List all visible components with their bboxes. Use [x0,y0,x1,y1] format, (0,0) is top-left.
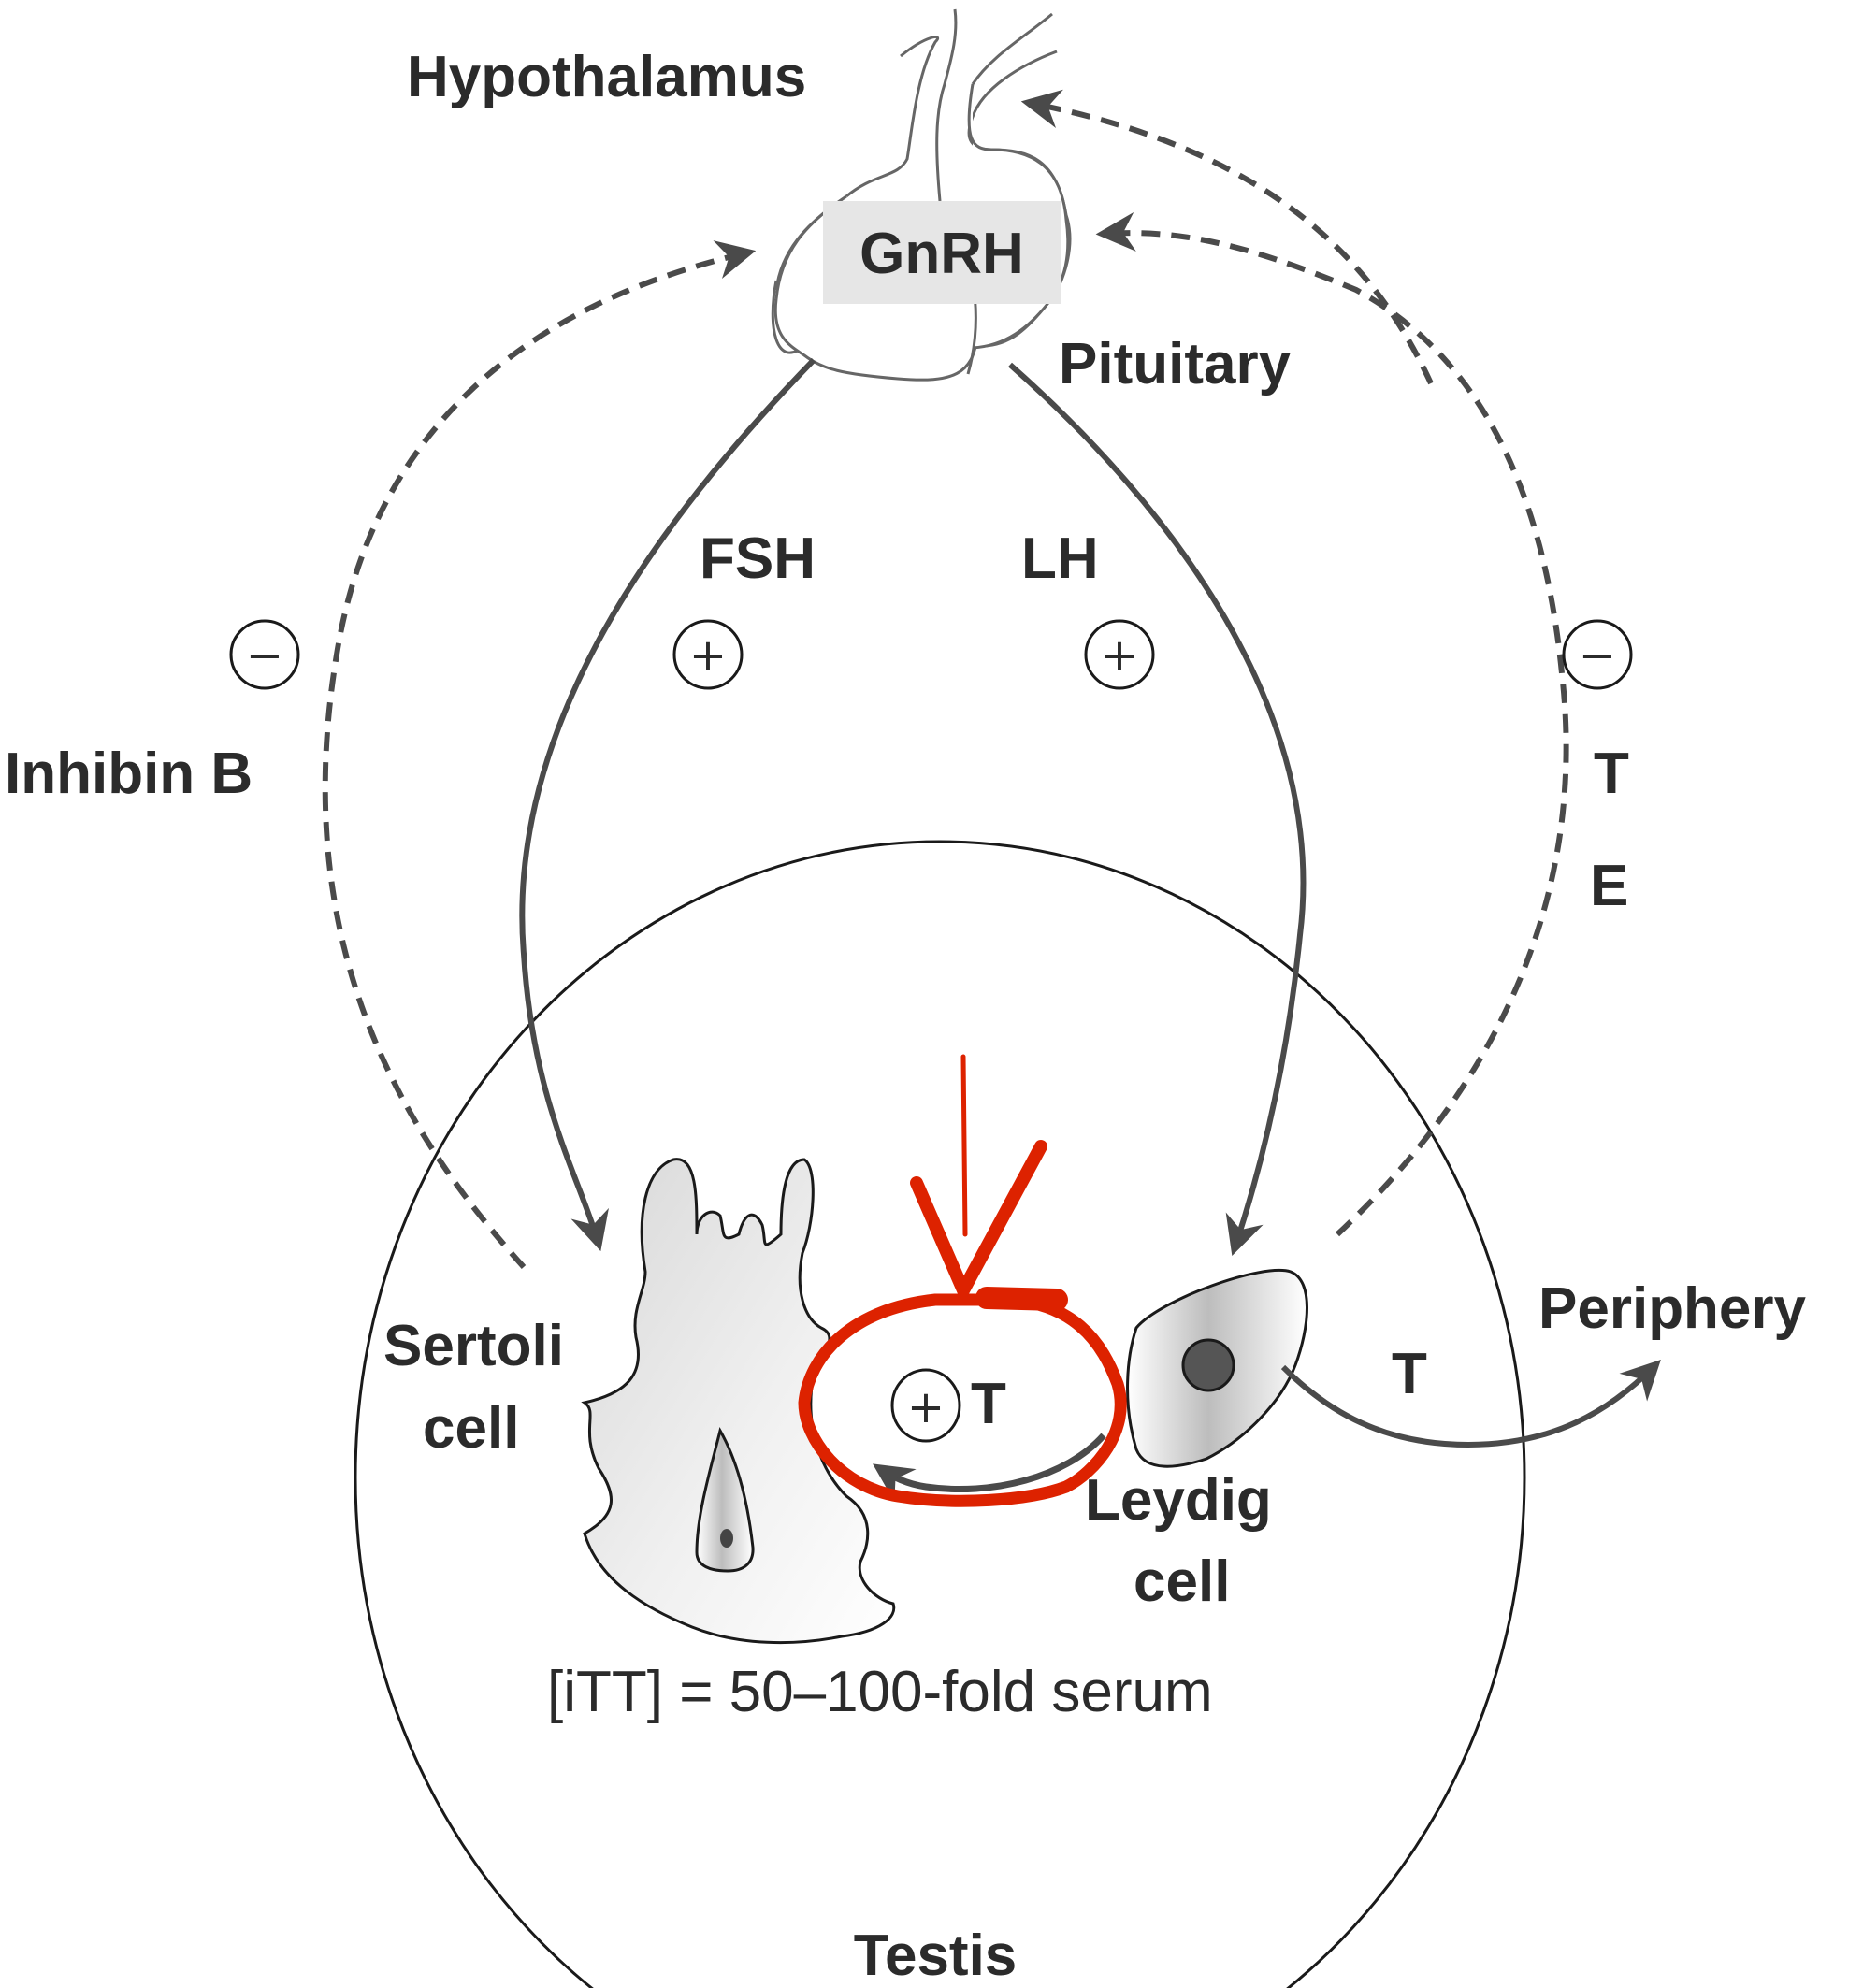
local-t-arrow [873,1433,1106,1503]
t-e-feedback-arrow [1095,211,1569,1237]
periphery-t-label: T [1392,1342,1427,1406]
red-arrow-shaft [960,1054,968,1237]
pituitary-label: Pituitary [1059,332,1292,396]
inhibin-b-minus-sign: − [229,619,300,690]
red-highlight-circle [798,1293,1127,1507]
svg-text:+: + [689,629,727,682]
leydig-label-line2: cell [1134,1549,1230,1614]
itt-note: [iTT] = 50–100-fold serum [547,1660,1213,1724]
t-feedback-label: T [1594,742,1629,806]
fsh-plus-sign: + [672,619,744,690]
sertoli-label-line1: Sertoli [383,1314,564,1378]
lh-label: LH [1021,526,1099,591]
leydig-label-line1: Leydig [1085,1468,1272,1533]
inhibin-b-label: Inhibin B [5,742,253,806]
fsh-label: FSH [700,526,816,591]
testis-label: Testis [854,1923,1018,1988]
inhibin-b-arrow [322,240,757,1270]
svg-text:−: − [246,629,283,682]
lh-arrow [1008,362,1307,1256]
gnrh-label: GnRH [859,222,1024,286]
red-annotation [798,1054,1127,1507]
e-feedback-label: E [1590,854,1628,918]
leydig-nucleus [1181,1338,1235,1392]
lh-plus-sign: + [1084,619,1155,690]
svg-text:+: + [1101,629,1138,682]
gnrh-box [823,201,1061,304]
sertoli-label-line2: cell [423,1396,519,1461]
t-e-minus-sign: − [1562,619,1633,690]
fsh-arrow [519,357,816,1252]
periphery-label: Periphery [1538,1276,1807,1341]
sertoli-nucleus [695,1427,755,1573]
t-e-feedback-arrow-upper [1020,89,1434,385]
testis-outline [354,840,1526,1988]
red-arrow-head [910,1140,1047,1297]
periphery-arrow [1280,1360,1661,1448]
svg-text:−: − [1579,629,1616,682]
hypothalamus-label: Hypothalamus [407,45,806,109]
svg-text:+: + [907,1381,945,1433]
local-t-plus-sign: + [890,1368,961,1443]
local-t-label: T [971,1372,1006,1436]
